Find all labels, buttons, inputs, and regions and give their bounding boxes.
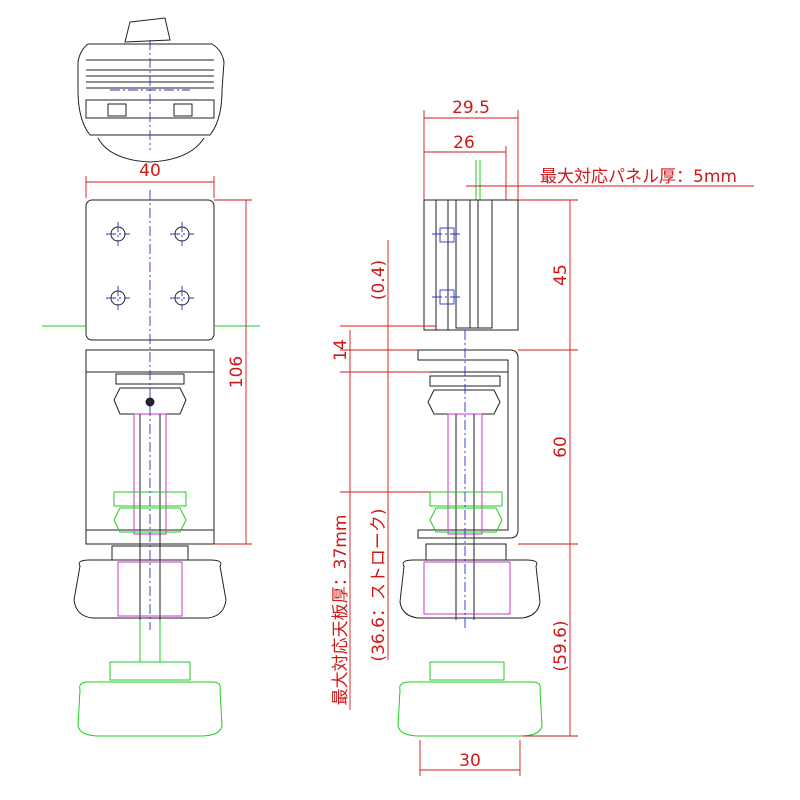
side-alt-nut: [429, 507, 503, 533]
side-alt-washer: [429, 491, 503, 507]
side-upper-block: [423, 199, 519, 331]
c-bracket: [417, 349, 519, 539]
side-alt-knob-collar: [429, 661, 505, 681]
dim-label-45: 45: [551, 264, 571, 286]
alt-knob: [77, 681, 223, 737]
dim-label-29-5: 29.5: [452, 98, 490, 118]
side-nut: [427, 389, 501, 415]
top-view-slot-right: [173, 103, 193, 117]
dim-label-59-6: (59.6): [551, 620, 571, 671]
side-alt-knob: [397, 681, 543, 737]
dim-label-40: 40: [139, 161, 161, 181]
dim-label-0-4: (0.4): [369, 260, 389, 300]
alt-knob-collar: [109, 661, 191, 681]
top-view: [77, 17, 225, 163]
top-view-latch: [124, 17, 171, 43]
side-knob-inner: [423, 561, 511, 615]
front-view: 40: [42, 161, 260, 737]
hidden-screw: [439, 227, 455, 243]
panel-thickness-note: 最大対応パネル厚：5mm: [540, 167, 737, 187]
dim-label-60: 60: [551, 436, 571, 458]
table-thickness-note: 最大対応天板厚：37mm: [331, 515, 351, 706]
screw-holes: [106, 222, 194, 310]
dim-label-14: 14: [331, 339, 351, 361]
hex-nut: [113, 387, 187, 415]
knob: [73, 559, 227, 619]
knob-inner: [117, 561, 183, 617]
front-lower-bracket: [85, 349, 215, 545]
side-knob: [399, 559, 541, 619]
top-view-body: [77, 43, 225, 136]
side-knob-collar: [425, 543, 507, 561]
dim-label-26: 26: [453, 133, 475, 153]
dim-label-106: 106: [227, 356, 247, 388]
dim-label-30: 30: [459, 751, 481, 771]
top-view-knob-arc: [97, 137, 205, 163]
alt-nut: [113, 507, 187, 533]
stroke-note: (36.6：ストローク): [369, 508, 389, 661]
side-panel-slot: [455, 199, 493, 329]
side-plate: [435, 199, 449, 331]
top-view-slot-left: [107, 103, 127, 117]
side-view: 29.5 26 最大対応パネル厚：5mm: [331, 98, 754, 776]
